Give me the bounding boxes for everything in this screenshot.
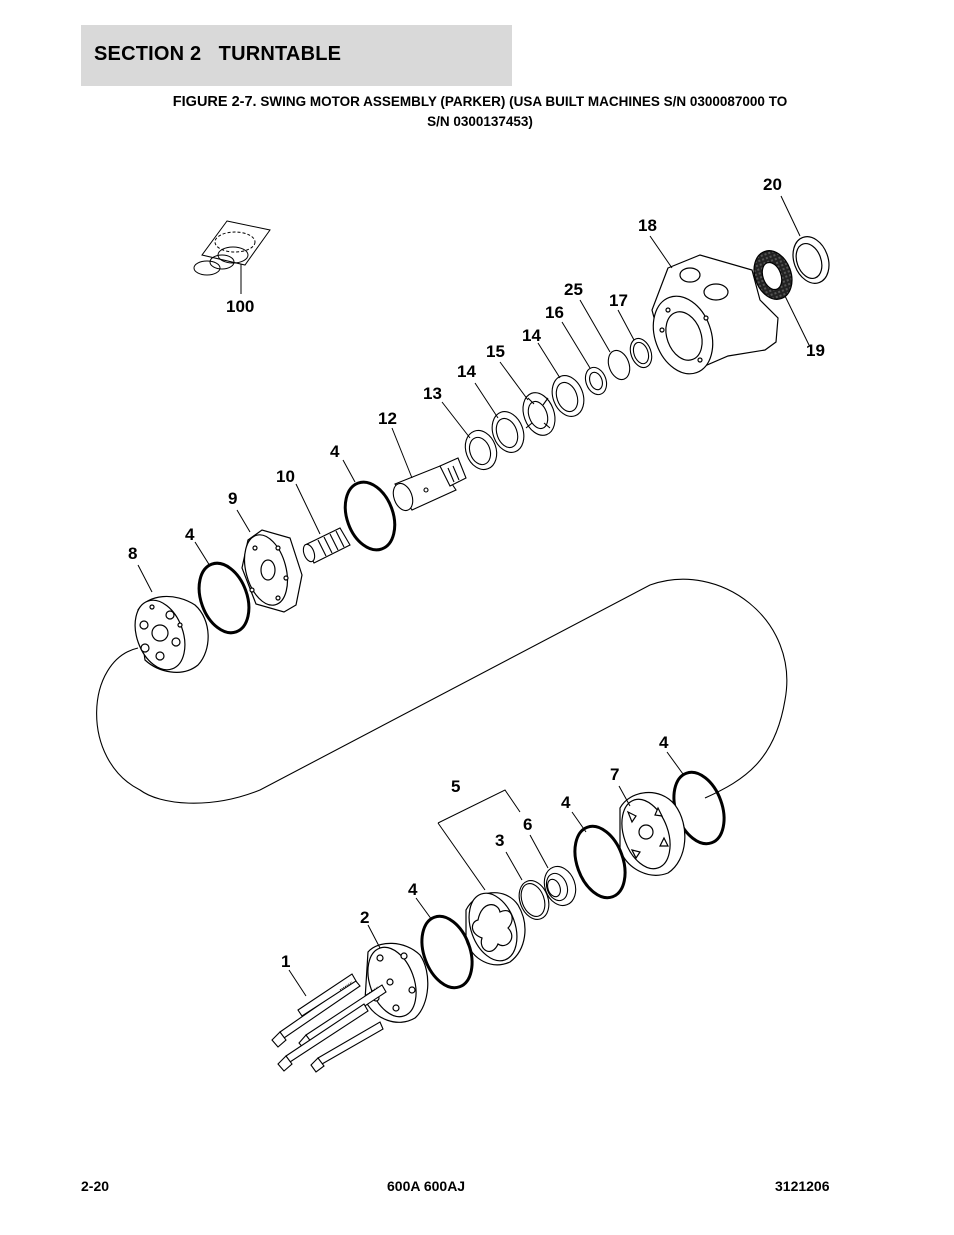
callout-1: 1 [281,952,290,971]
footer-page-number: 2-20 [81,1178,110,1194]
part-16-ring [584,366,608,396]
part-4-oring-left [197,561,251,635]
callout-25: 25 [564,280,583,299]
figure-label: FIGURE 2-7. [172,94,257,110]
callout-15: 15 [486,342,505,361]
part-2-endcap [364,942,429,1023]
part-3-ring [518,880,550,920]
footer-model: 600A 600AJ [387,1178,466,1194]
callout-5: 5 [451,777,460,796]
callout-4-lower-left: 4 [408,880,418,899]
callout-14-upper: 14 [522,326,541,345]
part-15-bearing [522,392,556,436]
part-14-washer-lower [491,411,525,453]
part-18-housing [651,254,779,375]
callout-100: 100 [226,297,254,316]
part-4-oring-lower-left [420,914,474,990]
part-20-ring [792,236,830,284]
figure-caption: FIGURE 2-7. SWING MOTOR ASSEMBLY (PARKER… [80,92,880,132]
assembly-loop-line [96,578,788,804]
callout-10: 10 [276,467,295,486]
figure-title-line2: S/N 0300137453) [427,114,533,129]
footer-doc-number: 3121206 [775,1178,830,1194]
callout-19: 19 [806,341,825,360]
part-4-oring-upper [343,480,397,552]
part-17-ring [629,337,653,369]
callout-12: 12 [378,409,397,428]
callout-6: 6 [523,815,532,834]
callout-9: 9 [228,489,237,508]
callout-3: 3 [495,831,504,850]
callout-4-right: 4 [659,733,669,752]
part-10-coupling [302,527,351,564]
part-14-washer-upper [551,375,585,417]
part-25-ring [607,349,631,381]
callout-14-lower: 14 [457,362,476,381]
part-19-seal [753,250,793,300]
callout-18: 18 [638,216,657,235]
callout-4-lower-right: 4 [561,793,571,812]
part-1-bolts [271,973,387,1073]
section-banner: SECTION 2 TURNTABLE [81,25,512,86]
part-4-oring-lower-right [573,824,627,900]
callout-4-upper: 4 [330,442,340,461]
part-5-bracket [437,789,521,824]
callout-7: 7 [610,765,619,784]
part-6-ring [543,865,577,907]
callout-20: 20 [763,175,782,194]
callout-17: 17 [609,291,628,310]
section-title: SECTION 2 TURNTABLE [94,43,342,65]
callout-2: 2 [360,908,369,927]
callout-16: 16 [545,303,564,322]
part-5-rotor-set [465,892,526,966]
part-9-plate [241,529,303,613]
part-8-geroler [134,595,209,673]
callout-8: 8 [128,544,137,563]
seal-kit [193,220,271,294]
callout-4-left: 4 [185,525,195,544]
part-12-shaft [392,457,467,512]
figure-title-line1: SWING MOTOR ASSEMBLY (PARKER) (USA BUILT… [260,94,788,109]
callout-13: 13 [423,384,442,403]
part-7-plate [619,791,686,876]
part-13-ring [464,429,498,471]
